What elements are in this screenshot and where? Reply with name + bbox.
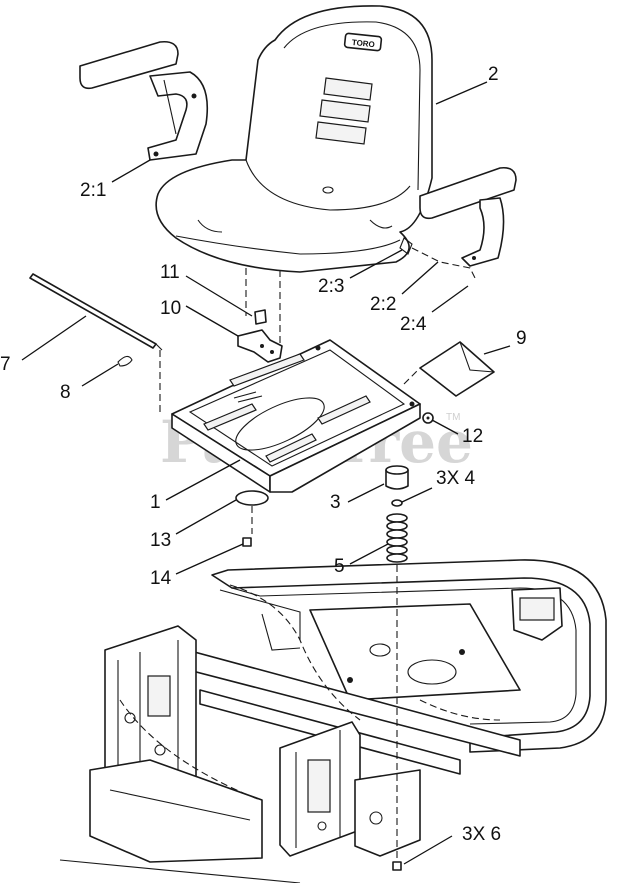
bracket-10: [237, 329, 283, 363]
assembly-lines: [159, 247, 477, 860]
callout-3x4: 3X 4: [436, 468, 476, 489]
callout-3x6: 3X 6: [462, 824, 501, 845]
frame-assembly: [59, 559, 607, 883]
right-armrest: [399, 166, 517, 267]
callout-5: 5: [334, 556, 345, 577]
callout-11: 11: [160, 262, 180, 283]
clip-8: [117, 355, 133, 367]
callout-2-1: 2:1: [80, 180, 106, 201]
callout-12: 12: [462, 426, 483, 447]
left-armrest: [79, 40, 209, 161]
callout-3: 3: [330, 492, 341, 513]
rod-7: [29, 273, 163, 351]
callouts: 2 2:1 2:3 2:2 2:4 11 10 7 8 9 12 1 3 3X …: [0, 64, 527, 845]
manual-9: [419, 341, 495, 397]
callout-2-2: 2:2: [370, 294, 396, 315]
callout-2-4: 2:4: [400, 314, 427, 335]
bolt-14: [242, 537, 252, 547]
callout-10: 10: [160, 298, 181, 319]
washer-13: [235, 490, 269, 506]
callout-2-3: 2:3: [318, 276, 344, 297]
nut-11: [254, 309, 267, 325]
seat: TORO: [155, 5, 433, 273]
nut-12: [422, 412, 434, 424]
callout-9: 9: [516, 328, 527, 349]
leader-lines: [21, 81, 511, 865]
watermark-trademark: TM: [446, 412, 460, 423]
seat-plate: [171, 339, 421, 493]
bumper-3: [385, 465, 409, 490]
callout-7: 7: [0, 354, 11, 375]
seat-brand: TORO: [351, 38, 375, 49]
washer-4: [391, 499, 403, 507]
spring-5: [386, 513, 408, 563]
bolt-6: [392, 861, 402, 871]
callout-2: 2: [488, 64, 499, 85]
callout-1: 1: [150, 492, 161, 513]
callout-13: 13: [150, 530, 171, 551]
callout-14: 14: [150, 568, 172, 589]
callout-8: 8: [60, 382, 71, 403]
